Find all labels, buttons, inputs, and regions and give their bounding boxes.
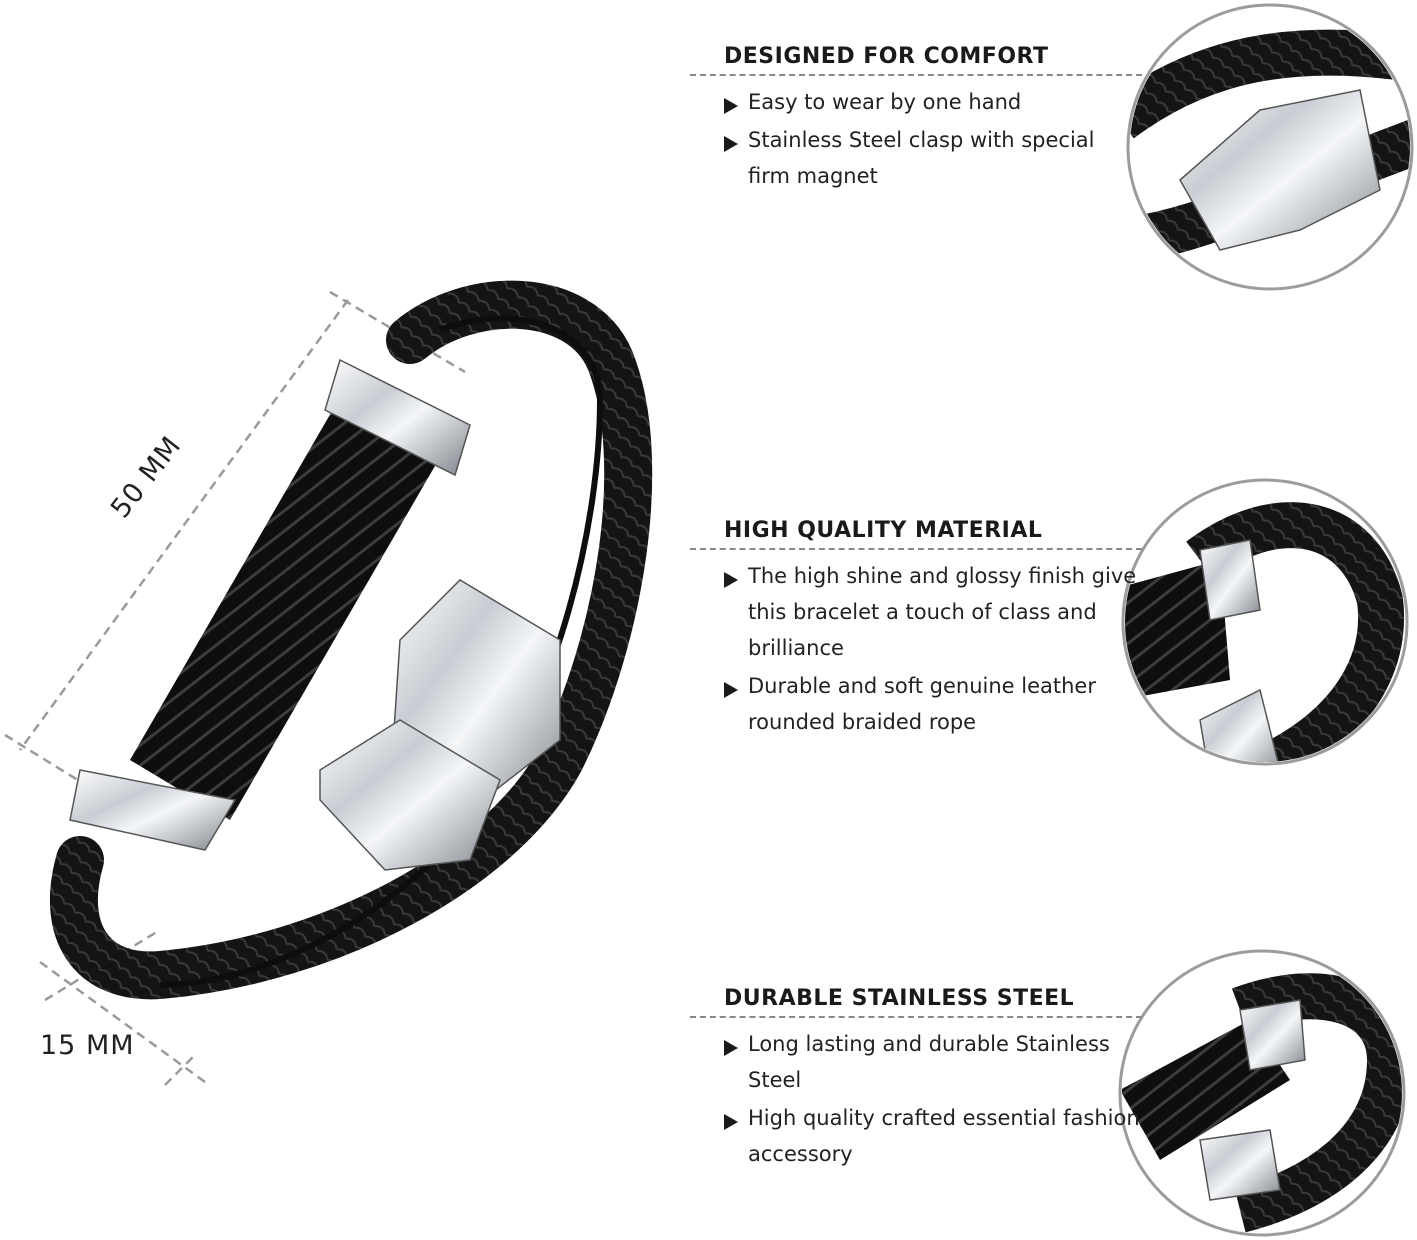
triangle-bullet-icon [724, 1040, 738, 1056]
bracelet-main-image [49, 280, 653, 1000]
feature-section-steel: DURABLE STAINLESS STEEL Long lasting and… [690, 984, 1142, 1174]
bullet-text: Durable and soft genuine leather rounded… [748, 674, 1096, 734]
triangle-bullet-icon [724, 682, 738, 698]
feature-bullet-list: Easy to wear by one hand Stainless Steel… [690, 84, 1140, 194]
dashed-divider [690, 1016, 1142, 1018]
feature-section-material: HIGH QUALITY MATERIAL The high shine and… [690, 516, 1142, 742]
feature-section-comfort: DESIGNED FOR COMFORT Easy to wear by one… [690, 42, 1142, 196]
feature-heading: DURABLE STAINLESS STEEL [724, 986, 1075, 1011]
triangle-bullet-icon [724, 98, 738, 114]
feature-heading: HIGH QUALITY MATERIAL [724, 518, 1043, 543]
bullet-text: Easy to wear by one hand [748, 90, 1022, 114]
dashed-divider [690, 74, 1142, 76]
feature-bullet: High quality crafted essential fashion a… [724, 1100, 1140, 1172]
detail-circle-material [1121, 478, 1409, 766]
triangle-bullet-icon [724, 572, 738, 588]
bullet-text: Stainless Steel clasp with special firm … [748, 128, 1095, 188]
feature-bullet: Stainless Steel clasp with special firm … [724, 122, 1140, 194]
feature-bullet: Durable and soft genuine leather rounded… [724, 668, 1140, 740]
feature-bullet: Long lasting and durable Stainless Steel [724, 1026, 1140, 1098]
bullet-text: The high shine and glossy finish give th… [748, 564, 1137, 660]
feature-heading: DESIGNED FOR COMFORT [724, 44, 1049, 69]
detail-circle-steel [1118, 949, 1406, 1237]
triangle-bullet-icon [724, 1114, 738, 1130]
width-dimension-label: 15 MM [40, 1030, 135, 1061]
bullet-text: Long lasting and durable Stainless Steel [748, 1032, 1110, 1092]
triangle-bullet-icon [724, 136, 738, 152]
feature-bullet: Easy to wear by one hand [724, 84, 1140, 120]
bullet-text: High quality crafted essential fashion a… [748, 1106, 1140, 1166]
feature-bullet-list: Long lasting and durable Stainless Steel… [690, 1026, 1140, 1172]
feature-bullet: The high shine and glossy finish give th… [724, 558, 1140, 666]
detail-circle-clasp [1126, 3, 1414, 291]
feature-bullet-list: The high shine and glossy finish give th… [690, 558, 1140, 740]
dashed-divider [690, 548, 1142, 550]
